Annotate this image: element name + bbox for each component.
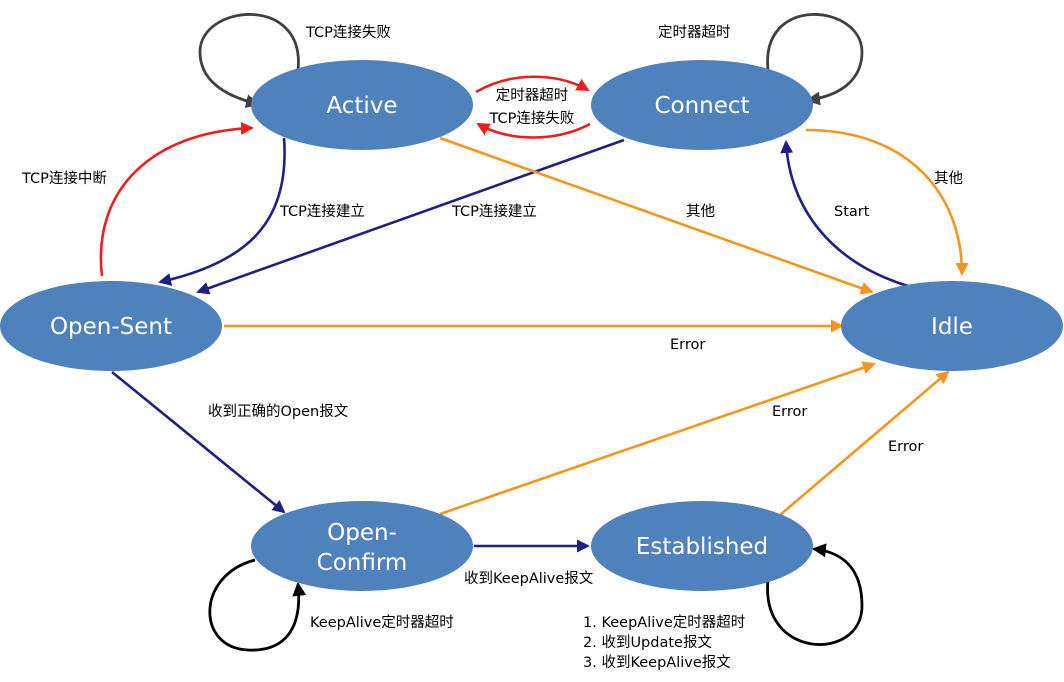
idle-to-connect-arrow — [780, 140, 909, 288]
state-connect[interactable]: Connect — [591, 60, 813, 150]
connect-to-idle-arrow — [805, 128, 969, 276]
label-active-to-idle: 其他 — [686, 203, 715, 220]
state-active[interactable]: Active — [251, 60, 473, 150]
label-connect-to-open-sent: TCP连接建立 — [451, 203, 537, 220]
state-connect-label: Connect — [654, 93, 749, 119]
state-established[interactable]: Established — [591, 501, 813, 591]
label-idle-to-connect: Start — [834, 204, 870, 220]
label-connect-to-idle: 其他 — [934, 170, 963, 187]
state-established-label: Established — [636, 534, 768, 560]
label-open-confirm-to-established: 收到KeepAlive报文 — [464, 570, 594, 587]
open-sent-to-active-arrow — [99, 121, 254, 277]
open-confirm-keepalive-loop-arrow — [208, 558, 307, 652]
label-open-sent-to-idle: Error — [670, 337, 705, 353]
label-established-self-2: 2. 收到Update报文 — [583, 634, 712, 651]
label-active-to-connect: 定时器超时 — [496, 87, 569, 104]
state-idle-label: Idle — [931, 314, 973, 340]
state-open-sent-label: Open-Sent — [50, 314, 172, 340]
active-self-loop-arrow — [198, 13, 300, 109]
label-connect-self: 定时器超时 — [658, 24, 731, 41]
label-established-self-3: 3. 收到KeepAlive报文 — [583, 654, 731, 671]
label-established-to-idle: Error — [888, 439, 923, 455]
label-established-self-1: 1. KeepAlive定时器超时 — [583, 614, 745, 631]
label-open-sent-to-active: TCP连接中断 — [21, 170, 107, 187]
state-open-sent[interactable]: Open-Sent — [0, 281, 222, 371]
established-to-idle-arrow — [779, 370, 950, 516]
label-open-confirm-to-idle: Error — [772, 404, 807, 420]
state-active-label: Active — [326, 93, 397, 119]
connect-self-loop-arrow — [766, 13, 864, 106]
state-idle[interactable]: Idle — [841, 281, 1063, 371]
open-sent-to-open-confirm-arrow — [111, 370, 286, 514]
active-to-connect-arrow — [475, 75, 590, 94]
connect-to-active-arrow — [476, 122, 591, 139]
connect-to-open-sent-arrow — [196, 138, 625, 295]
established-self-loop-arrow — [766, 543, 864, 646]
open-confirm-to-idle-arrow — [439, 361, 876, 516]
active-to-open-sent-arrow — [158, 137, 286, 286]
state-open-confirm-label-line1: Open- — [327, 520, 397, 546]
active-to-idle-arrow — [439, 136, 874, 295]
state-open-confirm-label-line2: Confirm — [317, 550, 408, 576]
label-open-confirm-self: KeepAlive定时器超时 — [310, 614, 454, 631]
state-open-confirm[interactable]: Open- Confirm — [251, 501, 473, 591]
label-active-to-open-sent: TCP连接建立 — [279, 203, 365, 220]
label-connect-to-active: TCP连接失败 — [489, 110, 575, 127]
label-open-sent-to-open-confirm: 收到正确的Open报文 — [208, 403, 349, 420]
label-active-self: TCP连接失败 — [305, 24, 391, 41]
